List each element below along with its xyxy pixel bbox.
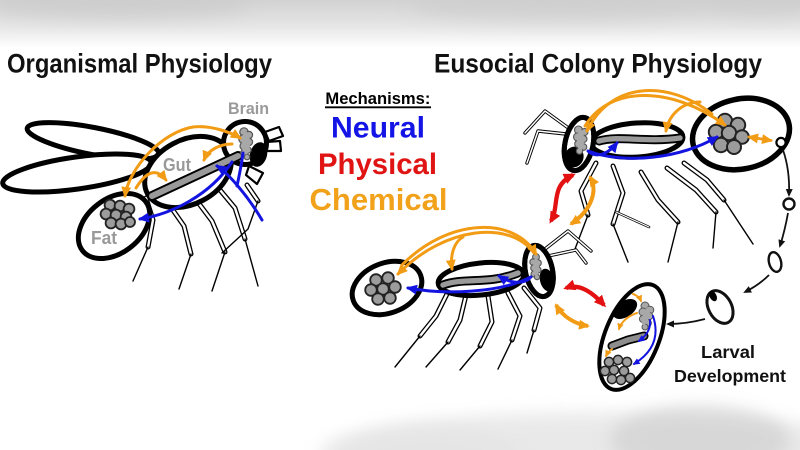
svg-text:Eusocial Colony Physiology: Eusocial Colony Physiology: [434, 49, 762, 79]
svg-text:Physical: Physical: [318, 148, 437, 181]
svg-text:Mechanisms:: Mechanisms:: [325, 89, 430, 108]
svg-text:Chemical: Chemical: [310, 183, 448, 217]
svg-text:Neural: Neural: [331, 112, 425, 145]
svg-text:Larval: Larval: [701, 342, 755, 362]
svg-text:Fat: Fat: [91, 228, 117, 248]
svg-text:Development: Development: [674, 366, 786, 386]
svg-text:Organismal Physiology: Organismal Physiology: [7, 49, 272, 79]
svg-text:Gut: Gut: [163, 155, 191, 175]
svg-text:Brain: Brain: [228, 99, 269, 118]
